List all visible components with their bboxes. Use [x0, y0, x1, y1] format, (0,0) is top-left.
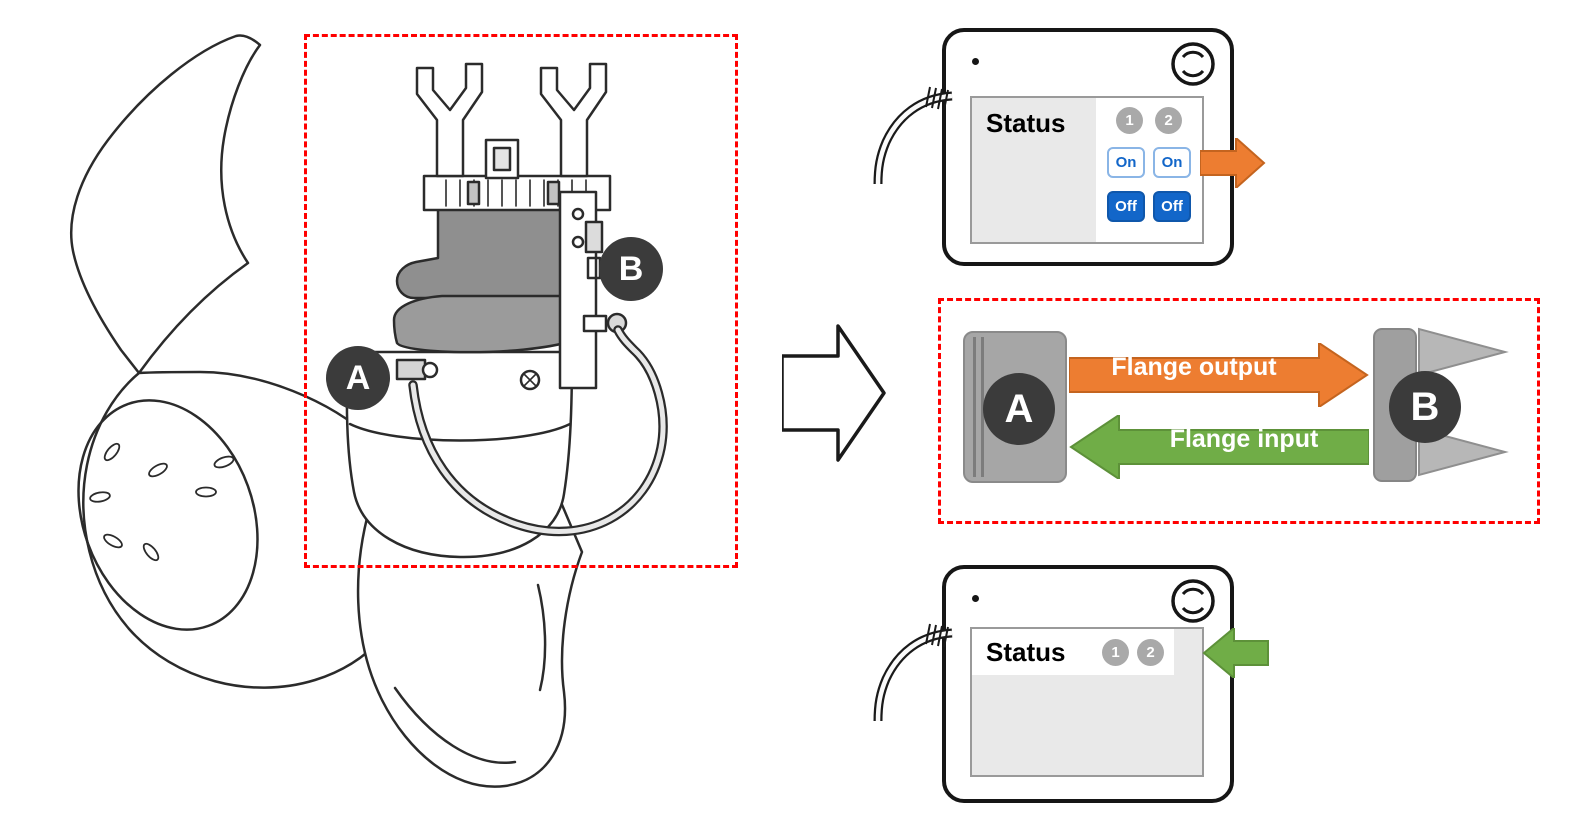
pendant-cable-icon [873, 86, 953, 185]
status-label: Status [986, 108, 1066, 138]
pendant-led [972, 595, 979, 602]
pendant-screen: Status 1 2 On On Off Off [970, 96, 1204, 244]
channel-1-indicator: 1 [1102, 638, 1129, 666]
flange-io-diagram: A Flange output Flange input B [938, 298, 1540, 524]
input-direction-arrow [1202, 628, 1269, 678]
label-b-badge: B [599, 237, 663, 301]
flange-edge-line [981, 337, 984, 477]
pendant-led [972, 58, 979, 65]
channel-2-indicator: 2 [1137, 638, 1164, 666]
flow-label-a-badge: A [983, 373, 1055, 445]
flange-output-arrow [1069, 343, 1369, 407]
robot-arm-illustration [69, 34, 668, 788]
off-button-2[interactable]: Off [1153, 191, 1191, 222]
on-button-2[interactable]: On [1153, 147, 1191, 178]
flange-input-label: Flange input [1169, 424, 1319, 453]
io-panel: 1 2 On On Off Off [1096, 98, 1202, 242]
gripper-area-outline [304, 34, 738, 568]
emergency-stop-button[interactable] [1170, 41, 1216, 87]
emergency-stop-button[interactable] [1170, 578, 1216, 624]
off-button-1[interactable]: Off [1107, 191, 1145, 222]
label-a-badge: A [326, 346, 390, 410]
status-band: Status 1 2 [972, 629, 1174, 675]
channel-1-indicator: 1 [1116, 107, 1143, 134]
flow-label-b-badge: B [1389, 371, 1461, 443]
pendant-screen: Status 1 2 [970, 627, 1204, 777]
gripper-side-icon: B [1373, 325, 1523, 490]
flange-input-arrow [1069, 415, 1369, 479]
teach-pendant-top: Status 1 2 On On Off Off [873, 28, 1234, 266]
status-label: Status [986, 636, 1066, 667]
on-button-1[interactable]: On [1107, 147, 1145, 178]
flange-output-label: Flange output [1111, 352, 1277, 381]
pendant-cable-icon [873, 623, 953, 722]
channel-2-indicator: 2 [1155, 107, 1182, 134]
teach-pendant-bottom: Status 1 2 [873, 565, 1234, 803]
transform-arrow-icon [782, 324, 886, 462]
output-direction-arrow [1200, 138, 1266, 188]
flange-edge-line [973, 337, 976, 477]
